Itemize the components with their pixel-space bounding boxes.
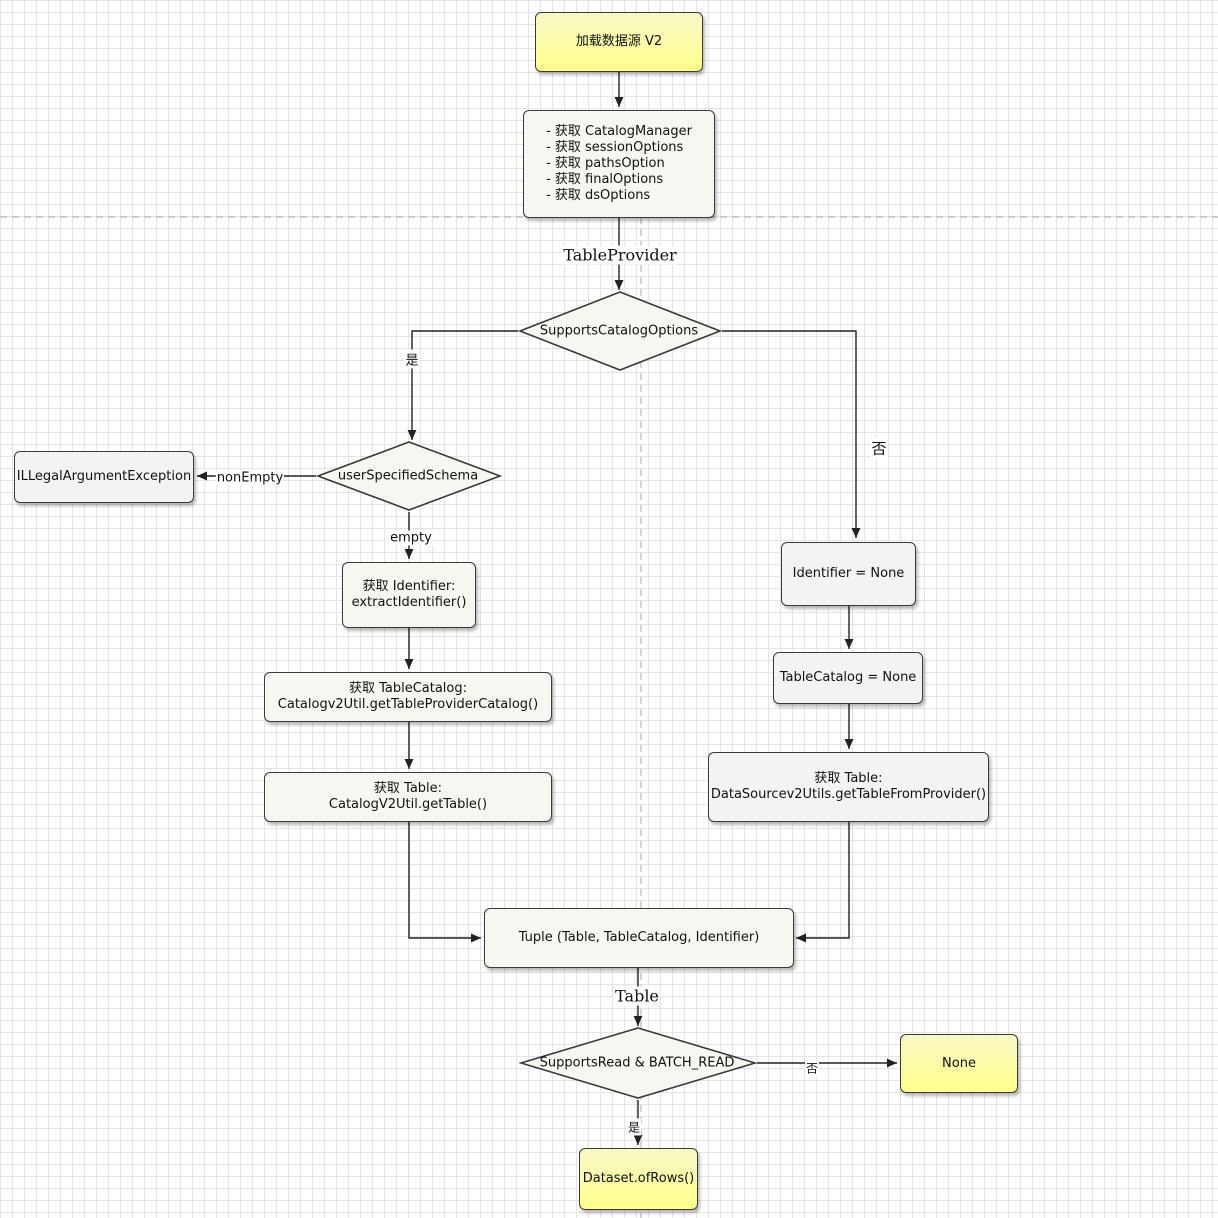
identifier-none-node[interactable]: Identifier = None: [781, 542, 916, 606]
decision-catalog-options-label[interactable]: SupportsCatalogOptions: [539, 323, 699, 339]
init-step: - 获取 sessionOptions: [546, 140, 684, 155]
init-step: - 获取 pathsOption: [546, 156, 665, 171]
get-identifier-line: 获取 Identifier:: [362, 579, 456, 594]
table-catalog-none-node[interactable]: TableCatalog = None: [773, 652, 923, 704]
result-none-label: None: [942, 1055, 976, 1071]
edge-table-left-to-tuple: [408, 822, 481, 943]
edge-label-yes-left: 是: [404, 349, 420, 369]
start-node-label: 加载数据源 V2: [575, 34, 663, 49]
get-table-right-node[interactable]: 获取 Table: DataSourcev2Utils.getTableFrom…: [708, 752, 989, 822]
decision-supports-read-shape: [518, 1027, 758, 1099]
get-table-catalog-node[interactable]: 获取 TableCatalog: Catalogv2Util.getTableP…: [264, 672, 552, 722]
tuple-label: Tuple (Table, TableCatalog, Identifier): [518, 930, 760, 945]
table-catalog-none-label: TableCatalog = None: [779, 670, 917, 685]
edge-label-empty: empty: [389, 530, 433, 546]
edge-label-yes-dataset: 是: [626, 1118, 642, 1136]
get-table-right-text: 获取 Table: DataSourcev2Utils.getTableFrom…: [711, 771, 986, 803]
get-table-left-line: CatalogV2Util.getTable(): [328, 797, 488, 812]
decision-user-schema-shape: [315, 441, 503, 511]
dataset-label: Dataset.ofRows(): [582, 1171, 695, 1186]
get-table-left-text: 获取 Table: CatalogV2Util.getTable(): [329, 781, 487, 813]
edge-label-table-provider: TableProvider: [562, 245, 678, 265]
decision-catalog-options-shape: [517, 291, 723, 371]
exception-label: ILLegalArgumentException: [16, 469, 192, 484]
exception-node[interactable]: ILLegalArgumentException: [14, 451, 194, 503]
edge-label-table: Table: [614, 986, 660, 1006]
get-table-right-line: 获取 Table:: [814, 771, 883, 786]
get-table-catalog-line: 获取 TableCatalog:: [348, 681, 468, 696]
init-steps-list: - 获取 CatalogManager - 获取 sessionOptions …: [546, 124, 692, 204]
edge-catalog-options-yes: [407, 330, 518, 440]
edge-label-non-empty: nonEmpty: [215, 470, 285, 486]
get-identifier-text: 获取 Identifier: extractIdentifier(): [352, 579, 467, 611]
edge-label-no-none: 否: [804, 1059, 820, 1077]
tuple-node[interactable]: Tuple (Table, TableCatalog, Identifier): [484, 908, 794, 968]
get-table-left-line: 获取 Table:: [373, 781, 443, 796]
edge-catalog-options-no: [722, 330, 861, 538]
get-identifier-line: extractIdentifier(): [351, 595, 467, 610]
decision-supports-read-label[interactable]: SupportsRead & BATCH_READ: [539, 1055, 735, 1071]
start-node[interactable]: 加载数据源 V2: [535, 12, 703, 72]
decision-user-schema-label[interactable]: userSpecifiedSchema: [337, 468, 479, 484]
get-identifier-node[interactable]: 获取 Identifier: extractIdentifier(): [342, 562, 476, 628]
result-none-node[interactable]: None: [900, 1034, 1018, 1093]
init-steps-node[interactable]: - 获取 CatalogManager - 获取 sessionOptions …: [523, 110, 715, 218]
edge-table-right-to-tuple: [796, 822, 850, 943]
get-table-catalog-text: 获取 TableCatalog: Catalogv2Util.getTableP…: [278, 681, 538, 713]
init-step: - 获取 dsOptions: [546, 188, 651, 203]
get-table-catalog-line: Catalogv2Util.getTableProviderCatalog(): [277, 697, 539, 712]
edge-label-no-right: 否: [870, 437, 888, 459]
get-table-left-node[interactable]: 获取 Table: CatalogV2Util.getTable(): [264, 772, 552, 822]
init-step: - 获取 CatalogManager: [546, 124, 692, 139]
dataset-node[interactable]: Dataset.ofRows(): [579, 1148, 698, 1210]
get-table-right-line: DataSourcev2Utils.getTableFromProvider(): [710, 787, 987, 802]
identifier-none-label: Identifier = None: [792, 566, 905, 581]
init-step: - 获取 finalOptions: [546, 172, 664, 187]
